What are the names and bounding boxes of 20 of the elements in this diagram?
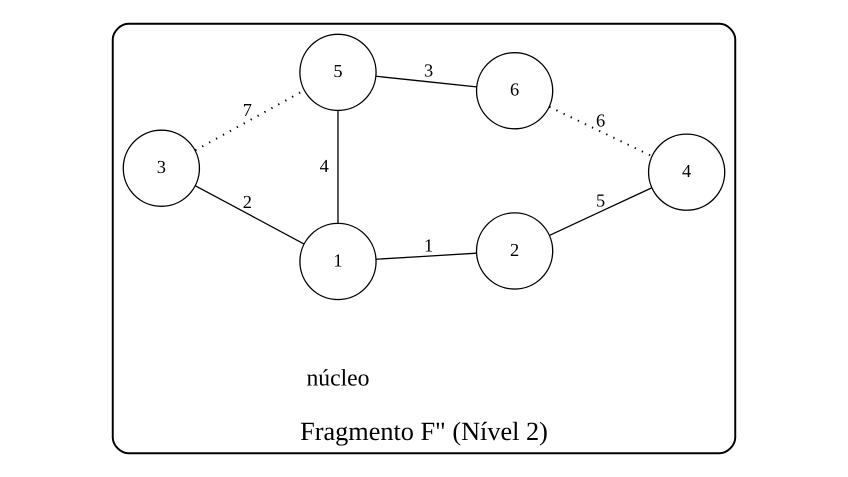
- edge-label: 1: [424, 235, 434, 256]
- connector: [195, 185, 304, 245]
- node-circle: 5: [299, 34, 377, 112]
- edge-label: 2: [242, 192, 252, 212]
- connector: [337, 110, 339, 224]
- edge-label: 7: [242, 100, 252, 120]
- connector: [376, 76, 477, 88]
- edge-label: 5: [596, 190, 606, 211]
- node-circle: 1: [299, 222, 377, 300]
- connector: [549, 187, 652, 236]
- label: núcleo: [306, 365, 370, 392]
- connector: [548, 106, 652, 158]
- edge-label: 3: [424, 60, 434, 81]
- node-circle: 6: [476, 52, 554, 130]
- node-circle: 4: [648, 133, 726, 211]
- node-circle: 2: [476, 212, 554, 290]
- node-circle: 3: [122, 130, 200, 207]
- edge-label: 4: [320, 156, 329, 176]
- edge-label: 6: [596, 110, 606, 130]
- connector: [376, 252, 476, 260]
